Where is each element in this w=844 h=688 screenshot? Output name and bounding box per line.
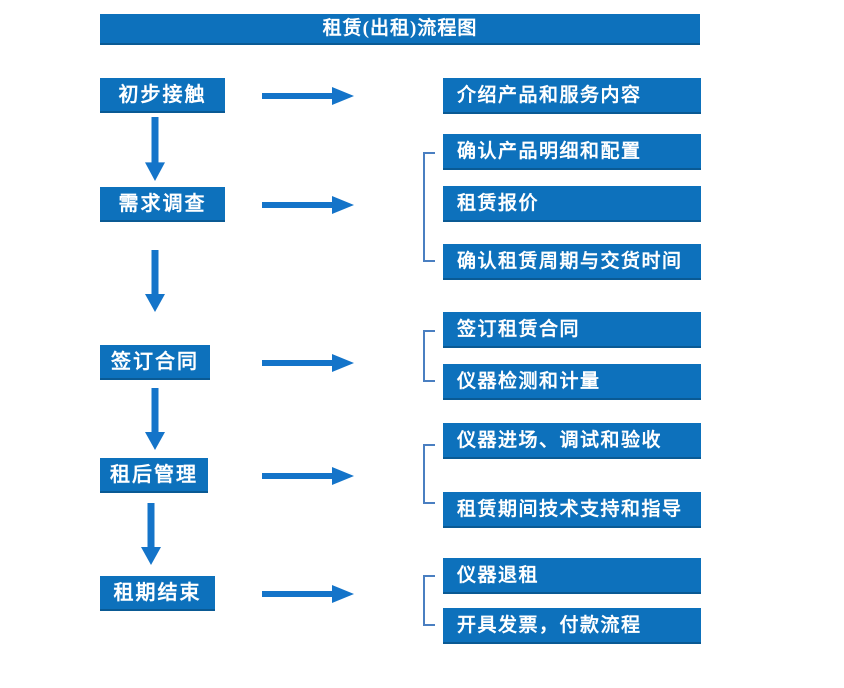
group-bracket xyxy=(423,444,435,504)
arrow-down-icon xyxy=(144,250,166,312)
arrow-right-icon xyxy=(262,87,354,105)
output-box: 仪器检测和计量 xyxy=(443,364,701,400)
arrow-right-icon xyxy=(262,196,354,214)
output-box: 租赁报价 xyxy=(443,186,701,222)
step-box-sign-contract: 签订合同 xyxy=(100,345,210,380)
output-box: 介绍产品和服务内容 xyxy=(443,78,701,114)
group-bracket xyxy=(423,575,435,626)
arrow-down-icon xyxy=(140,503,162,565)
arrow-right-icon xyxy=(262,467,354,485)
arrow-down-icon xyxy=(144,388,166,450)
arrow-right-icon xyxy=(262,585,354,603)
arrow-down-icon xyxy=(144,117,166,181)
step-box-demand-survey: 需求调查 xyxy=(100,187,225,222)
output-box: 仪器退租 xyxy=(443,558,701,594)
group-bracket xyxy=(423,330,435,382)
step-box-post-rental-management: 租后管理 xyxy=(100,458,208,493)
group-bracket xyxy=(423,152,435,262)
step-box-initial-contact: 初步接触 xyxy=(100,78,225,113)
output-box: 仪器进场、调试和验收 xyxy=(443,423,701,459)
step-box-rental-end: 租期结束 xyxy=(100,576,215,611)
output-box: 确认租赁周期与交货时间 xyxy=(443,244,701,280)
output-box: 开具发票，付款流程 xyxy=(443,608,701,644)
output-box: 确认产品明细和配置 xyxy=(443,134,701,170)
arrow-right-icon xyxy=(262,354,354,372)
output-box: 租赁期间技术支持和指导 xyxy=(443,492,701,528)
flowchart-title: 租赁(出租)流程图 xyxy=(100,14,700,45)
output-box: 签订租赁合同 xyxy=(443,312,701,348)
